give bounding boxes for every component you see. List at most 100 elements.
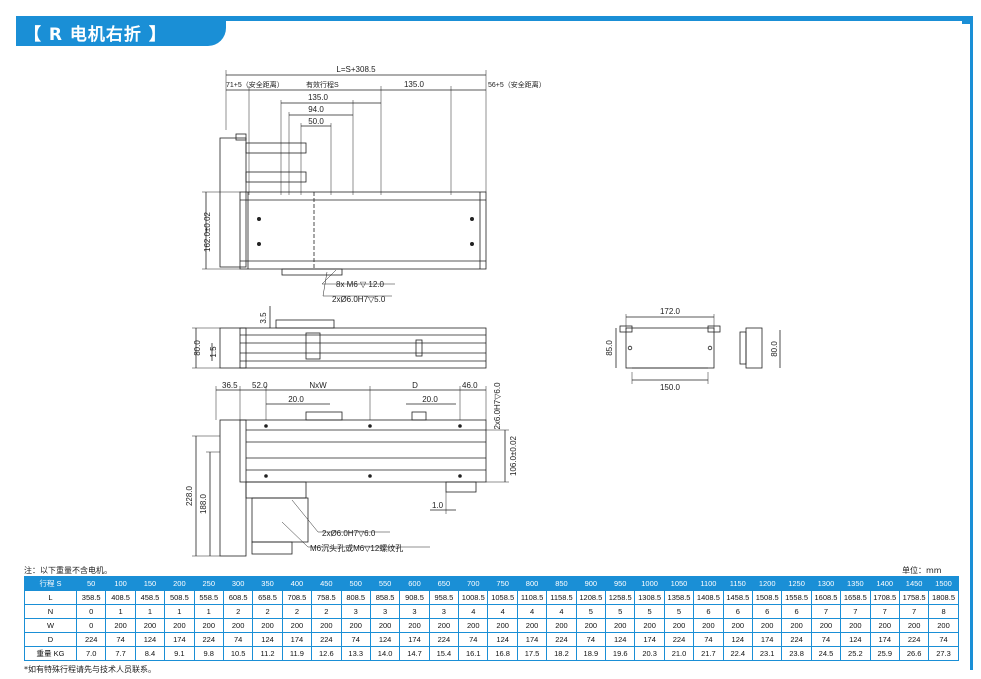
- table-cell: 1400: [869, 576, 900, 591]
- table-cell: 7: [898, 604, 930, 619]
- table-cell: 1: [105, 604, 136, 619]
- table-cell: 18.2: [546, 646, 577, 661]
- table-cell: 0: [75, 604, 107, 619]
- dim-135b: 135.0: [404, 80, 425, 89]
- table-cell: 1608.5: [810, 590, 842, 605]
- table-cell: 23.1: [751, 646, 783, 661]
- table-cell: 25.2: [840, 646, 871, 661]
- table-cell: 150: [134, 576, 166, 591]
- table-cell: 224: [193, 632, 224, 647]
- table-cell: 7: [810, 604, 842, 619]
- header-bar: [16, 16, 973, 21]
- table-cell: 224: [663, 632, 695, 647]
- table-cell: 200: [751, 618, 783, 633]
- table-cell: 12.6: [311, 646, 342, 661]
- table-cell: 250: [193, 576, 224, 591]
- table-cell: 174: [869, 632, 900, 647]
- table-cell: 1200: [751, 576, 783, 591]
- table-cell: 1: [193, 604, 224, 619]
- table-cell: 200: [605, 618, 636, 633]
- table-cell: 6: [781, 604, 812, 619]
- table-cell: 11.9: [281, 646, 313, 661]
- table-cell: 5: [634, 604, 665, 619]
- table-cell: 200: [340, 618, 371, 633]
- dim-188: 188.0: [199, 493, 208, 514]
- table-cell: 4: [487, 604, 518, 619]
- table-cell: 200: [810, 618, 842, 633]
- table-cell: 14.7: [399, 646, 430, 661]
- table-cell: 1708.5: [869, 590, 900, 605]
- table-cell: 1308.5: [634, 590, 665, 605]
- table-cell: 750: [487, 576, 518, 591]
- table-cell: 4: [458, 604, 489, 619]
- table-cell: 558.5: [193, 590, 224, 605]
- table-cell: 9.8: [193, 646, 224, 661]
- table-cell: 200: [134, 618, 166, 633]
- dim-162: 162.0±0.02: [203, 211, 212, 252]
- bottom-view: [192, 386, 509, 557]
- table-cell: 1250: [781, 576, 812, 591]
- row-label: 重量 KG: [24, 646, 77, 661]
- table-cell: 10.5: [222, 646, 254, 661]
- table-cell: 224: [75, 632, 107, 647]
- table-cell: 22.4: [722, 646, 753, 661]
- table-cell: 200: [428, 618, 460, 633]
- table-cell: 1658.5: [840, 590, 871, 605]
- table-cell: 74: [575, 632, 607, 647]
- table-cell: 1458.5: [722, 590, 753, 605]
- dim-1-5: 1.5: [209, 346, 218, 358]
- dim-80-end: 80.0: [770, 341, 779, 357]
- table-cell: 16.8: [487, 646, 518, 661]
- table-cell: 5: [575, 604, 607, 619]
- table-cell: 3: [428, 604, 460, 619]
- table-cell: 1100: [693, 576, 724, 591]
- table-cell: 708.5: [281, 590, 313, 605]
- table-cell: 16.1: [458, 646, 489, 661]
- table-cell: 174: [751, 632, 783, 647]
- table-cell: 200: [781, 618, 812, 633]
- screw-note: 8x M6 ▽ 12.0: [336, 280, 385, 289]
- table-cell: 1108.5: [516, 590, 548, 605]
- table-cell: 4: [546, 604, 577, 619]
- table-cell: 800: [516, 576, 548, 591]
- table-cell: 0: [75, 618, 107, 633]
- row-label: W: [24, 618, 77, 633]
- table-cell: 23.8: [781, 646, 812, 661]
- table-cell: 700: [458, 576, 489, 591]
- hole-note: M6沉头孔或M6▽12螺纹孔: [310, 543, 403, 553]
- table-cell: 3: [369, 604, 401, 619]
- table-cell: 2: [222, 604, 254, 619]
- row-label: N: [24, 604, 77, 619]
- table-cell: 20.3: [634, 646, 665, 661]
- table-cell: 8: [928, 604, 959, 619]
- table-cell: 124: [840, 632, 871, 647]
- table-cell: 124: [369, 632, 401, 647]
- special-stroke-note: *如有特殊行程请先与技术人员联系。: [24, 665, 156, 674]
- dim-46: 46.0: [462, 381, 478, 390]
- dim-85: 85.0: [605, 340, 614, 356]
- table-cell: 450: [311, 576, 342, 591]
- dim-50: 50.0: [308, 117, 324, 126]
- table-cell: 74: [810, 632, 842, 647]
- table-cell: 3: [399, 604, 430, 619]
- table-cell: 850: [546, 576, 577, 591]
- dim-total-length: L=S+308.5: [336, 65, 376, 74]
- dim-150: 150.0: [660, 383, 681, 392]
- table-cell: 2: [252, 604, 283, 619]
- dim-d: D: [412, 381, 418, 390]
- table-cell: 1208.5: [575, 590, 607, 605]
- dim-effective-stroke: 有效行程S: [306, 80, 339, 89]
- table-cell: 958.5: [428, 590, 460, 605]
- table-cell: 950: [605, 576, 636, 591]
- table-cell: 200: [369, 618, 401, 633]
- weight-note: 注：以下重量不含电机。: [24, 566, 112, 575]
- table-cell: 7: [869, 604, 900, 619]
- table-cell: 458.5: [134, 590, 166, 605]
- table-cell: 200: [164, 576, 195, 591]
